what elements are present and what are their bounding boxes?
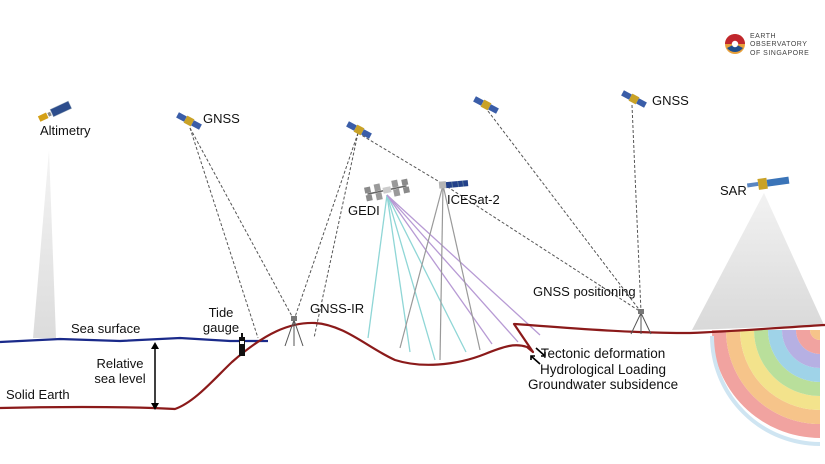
- gnss-station-icon: [630, 309, 652, 335]
- tide-gauge-icon: [239, 333, 245, 356]
- gnss-left-label: GNSS: [203, 111, 240, 126]
- gnss-satellite-left-icon: [176, 112, 202, 130]
- groundwater-subsidence-label: Groundwater subsidence: [528, 377, 679, 393]
- tide-gauge-label-line-1: Tide: [208, 305, 234, 320]
- relative-sea-level-line-1: Relative: [96, 356, 144, 371]
- icesat2-satellite-icon: [438, 180, 469, 189]
- logo-line-1: EARTH: [750, 33, 777, 40]
- gnss-satellite-mid-icon: [473, 96, 499, 114]
- sar-label: SAR: [720, 183, 747, 198]
- icesat2-beams: [399, 184, 481, 361]
- sea-surface-label: Sea surface: [71, 321, 141, 336]
- relative-sea-level-line-2: sea level: [94, 370, 146, 386]
- gnss-ir-label: GNSS-IR: [310, 301, 365, 316]
- sar-beam: [692, 193, 824, 330]
- sea-surface-line: [0, 336, 268, 344]
- fault-arrows-icon: [530, 347, 546, 365]
- gedi-label: GEDI: [348, 203, 380, 218]
- gnss-links: [189, 104, 642, 339]
- altimetry-label: Altimetry: [40, 123, 91, 138]
- gnss-right-label: GNSS: [652, 93, 689, 108]
- tide-gauge-label: Tide gauge: [201, 305, 241, 336]
- gedi-beams: [367, 194, 541, 361]
- eos-logo: EARTH OBSERVATORY OF SINGAPORE: [716, 28, 816, 68]
- sar-satellite-icon: [746, 176, 790, 190]
- logo-line-3: OF SINGAPORE: [750, 49, 810, 57]
- solid-earth-line: [0, 321, 825, 411]
- solid-earth-label: Solid Earth: [6, 387, 70, 402]
- iss-satellite-icon: [364, 178, 410, 202]
- relative-sea-level-arrow: [151, 342, 159, 410]
- gnss-ir-station-icon: [284, 316, 304, 347]
- tectonic-deformation-label: Tectonic deformation: [540, 346, 666, 361]
- gnss-satellite-center-icon: [346, 121, 372, 139]
- icesat2-label: ICESat-2: [447, 192, 500, 207]
- tide-gauge-label-line-2: gauge: [202, 319, 240, 335]
- gnss-satellite-right-icon: [621, 90, 647, 108]
- altimetry-beam: [33, 150, 56, 338]
- logo-line-2: OBSERVATORY: [750, 41, 808, 49]
- gnss-positioning-label: GNSS positioning: [533, 284, 636, 299]
- insar-fringes: [710, 330, 821, 446]
- hydrological-loading-label: Hydrological Loading: [539, 361, 667, 377]
- deformation-label: Tectonic deformation Hydrological Loadin…: [528, 346, 678, 393]
- altimetry-satellite-icon: [37, 100, 72, 122]
- eos-logo-icon: [725, 34, 745, 54]
- relative-sea-level-label: Relative sea level: [88, 356, 152, 387]
